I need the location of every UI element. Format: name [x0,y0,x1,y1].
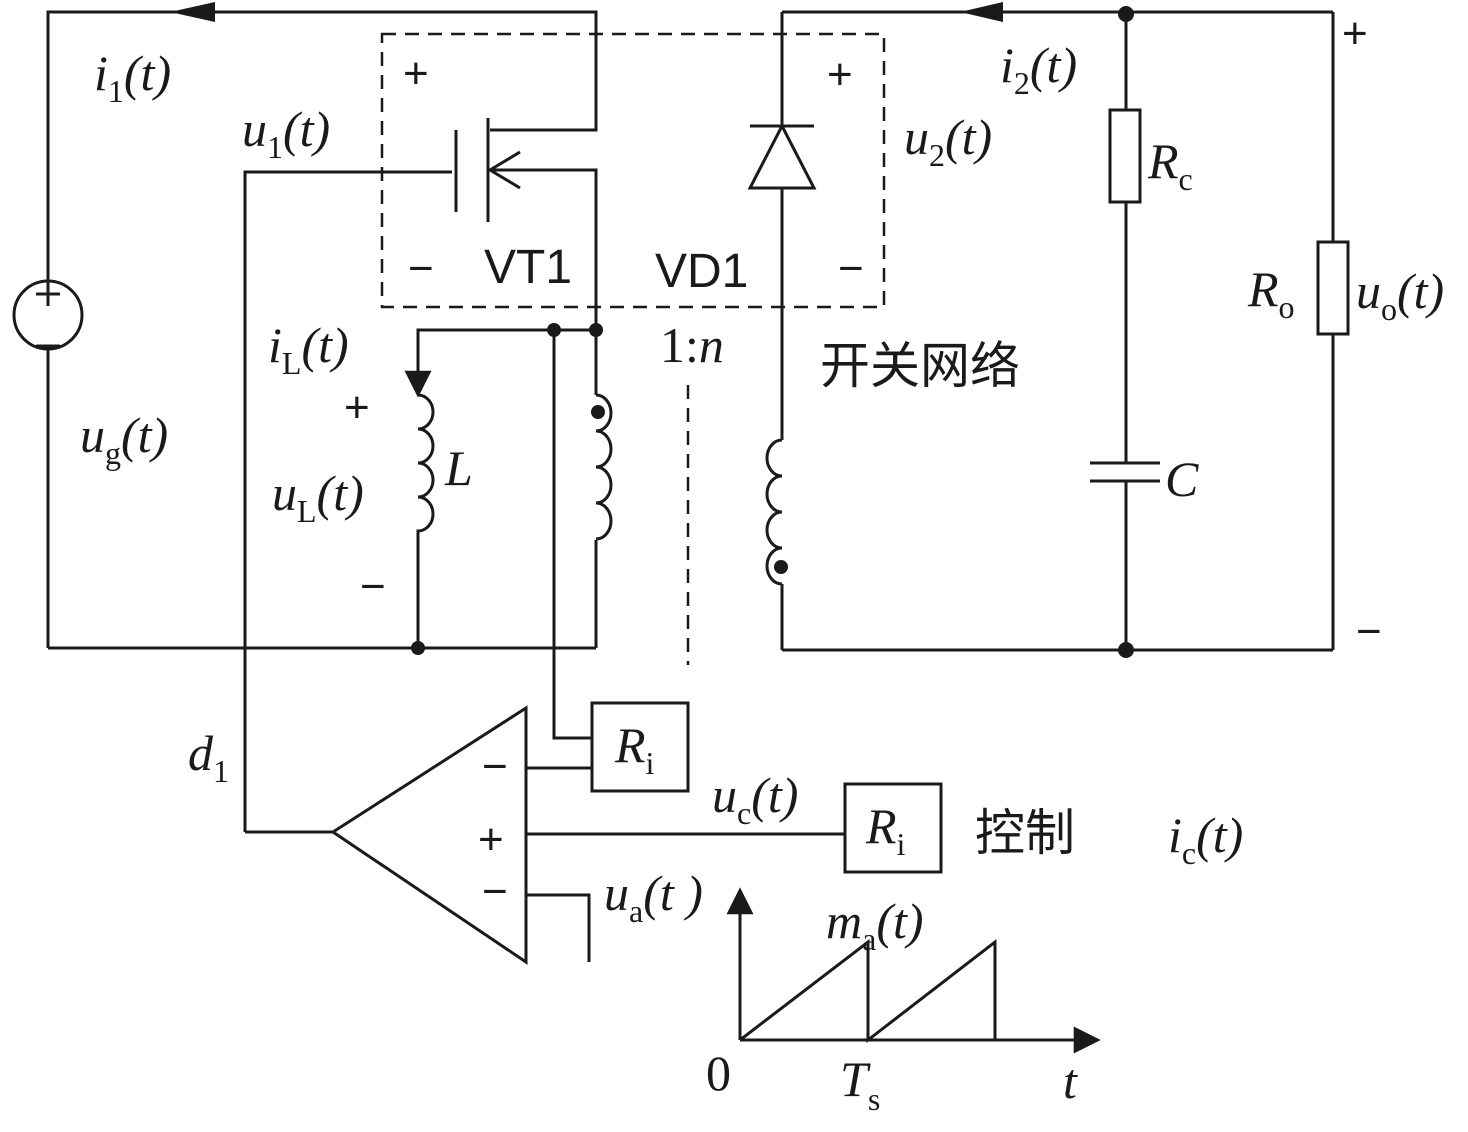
resistor-Ri-top-icon [590,701,690,793]
label-i1: i1(t) [94,45,171,109]
diode-vd1-icon [747,122,817,190]
label-Ri-control: Ri [865,798,906,862]
label-vd1: VD1 [655,245,748,298]
junction-dot [1118,6,1134,22]
output-loop-wires [780,10,1335,652]
label-ug: ug(t) [80,407,168,471]
label-uL: uL(t) [272,465,364,529]
sign-vt1-plus: + [403,49,429,98]
sign-uL-plus: + [344,383,370,432]
opamp-minus-sign: − [482,742,508,791]
label-ma: ma(t) [826,893,924,957]
transformer-primary-icon [591,393,613,541]
sign-uo-plus: + [1342,9,1368,58]
label-t-axis: t [1063,1053,1078,1109]
junction-dot [589,323,603,337]
sawtooth-graph [726,887,1101,1054]
label-turns-ratio: 1:n [660,317,724,373]
label-d1: d1 [188,725,229,789]
label-Ro: Ro [1247,261,1295,325]
input-loop-wires [46,10,598,650]
junction-dot [1118,642,1134,658]
sign-uo-minus: − [1356,607,1382,656]
sign-vt1-minus: − [408,244,434,293]
label-L: L [444,440,473,496]
current-arrow-i1 [170,2,215,22]
resistor-Rc-icon [1108,108,1142,204]
opamp-icon [245,330,845,965]
voltage-source-icon [12,279,84,351]
sign-vd1-minus: − [838,244,864,293]
opamp-plus-sign: + [478,815,504,864]
resistor-Ro-icon [1316,240,1350,336]
label-uc: uc(t) [712,767,798,831]
sign-uL-minus: − [360,562,386,611]
current-arrow-i2 [960,2,1003,22]
resistor-Ri-control-icon [843,782,943,874]
label-Ri-top: Ri [614,717,655,781]
label-ua: ua(t ) [604,865,703,929]
label-iL: iL(t) [268,317,349,381]
label-origin: 0 [706,1045,731,1101]
junction-dot [411,641,425,655]
label-Rc: Rc [1147,133,1193,197]
switch-network-box [380,32,886,309]
capacitor-C-icon [1090,461,1160,483]
sign-vd1-plus: + [827,50,853,99]
label-control: 控制 [975,804,1075,862]
label-Ts: Ts [840,1051,880,1117]
inductor-L-icon [404,328,596,648]
transformer-secondary-icon [765,438,788,586]
label-u1: u1(t) [242,101,330,165]
label-switch-network: 开关网络 [820,337,1020,395]
opamp-minus-sign-2: − [482,867,508,916]
label-vt1: VT1 [484,241,572,294]
label-uo: uo(t) [1356,263,1444,327]
label-ic: ic(t) [1168,807,1243,871]
label-u2: u2(t) [904,109,992,173]
label-C: C [1165,451,1199,507]
label-i2: i2(t) [1000,37,1077,101]
